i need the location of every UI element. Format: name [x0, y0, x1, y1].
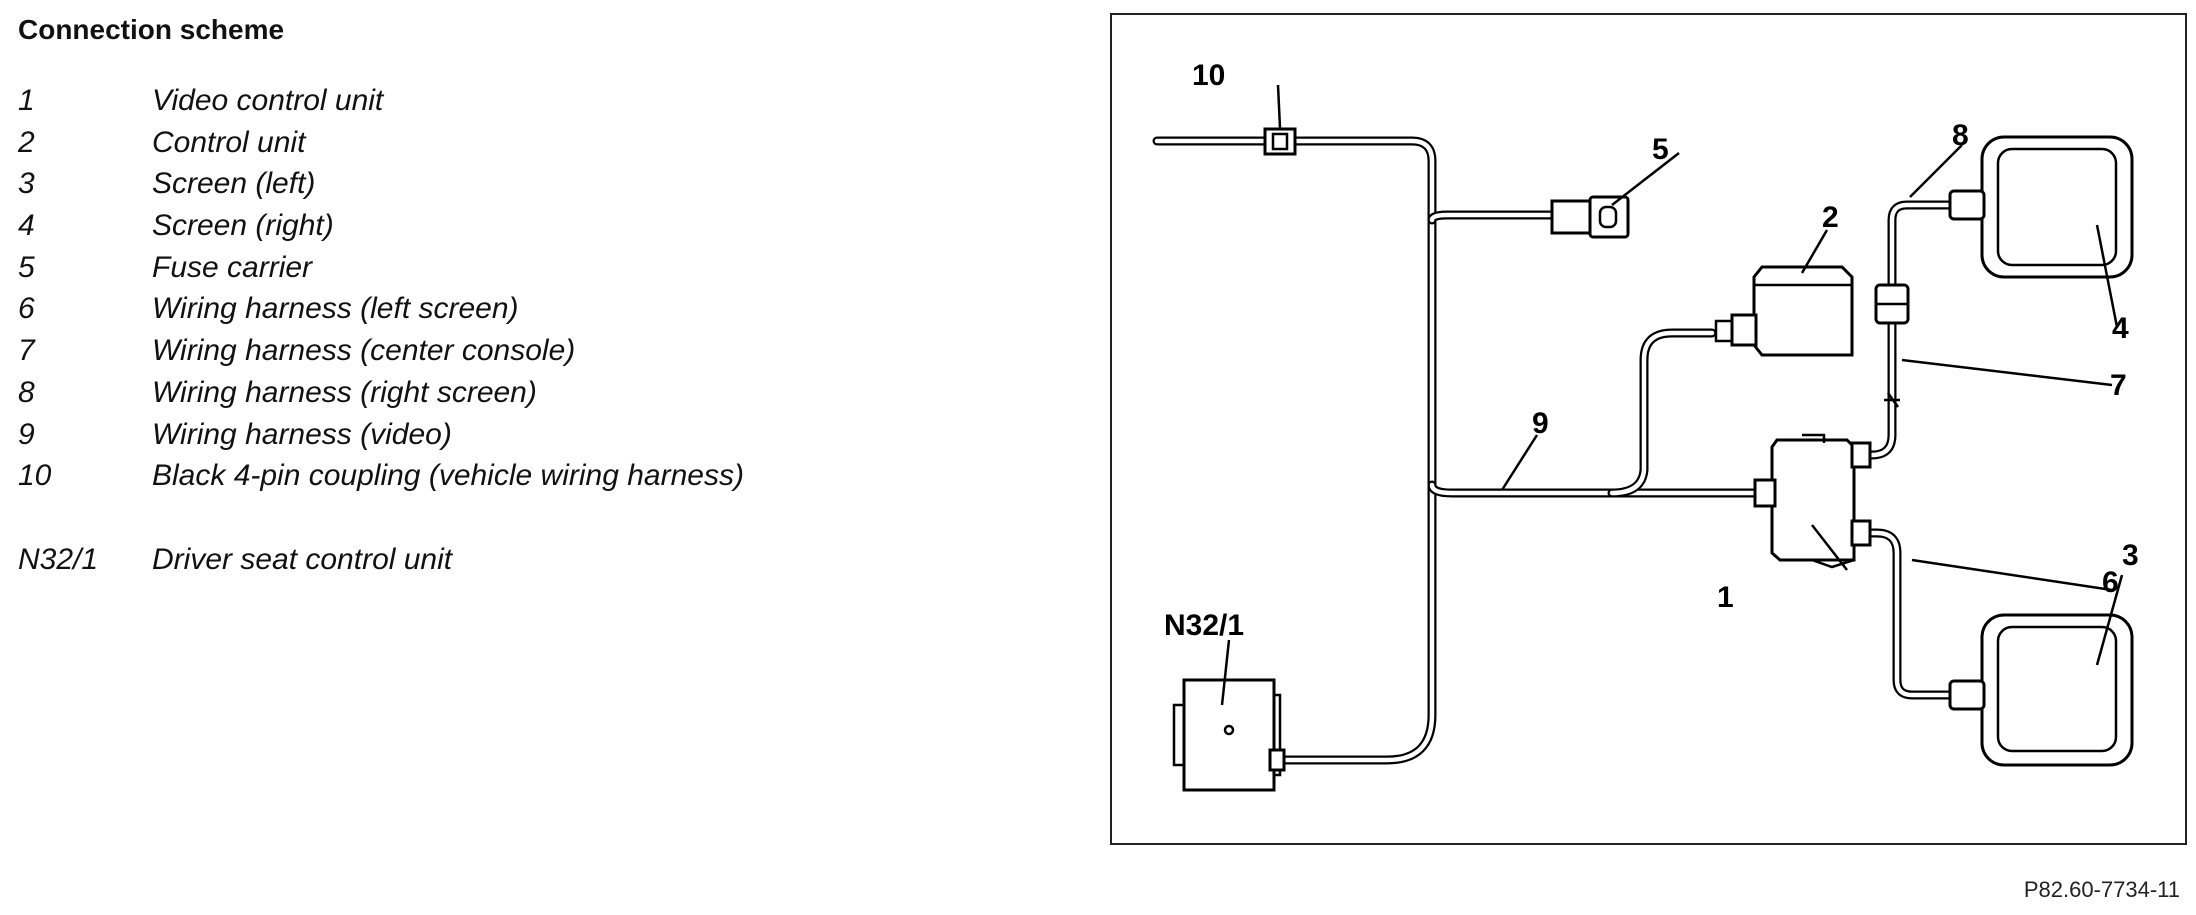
callout-labels: 10 5 2 8 4 7 9 6 3 1 N32/1 [1164, 59, 2139, 642]
callout-1: 1 [1717, 581, 1734, 614]
legend-item: 2 Control unit [18, 122, 1078, 164]
legend-item-number: 2 [18, 125, 35, 159]
legend-item-number: 4 [18, 209, 35, 243]
legend-item-label: Control unit [152, 125, 306, 159]
screen-right-4 [1948, 135, 2134, 279]
legend-item-label: Wiring harness (video) [152, 417, 452, 451]
harness-7-8-wire [1849, 200, 1967, 460]
legend-item: 9 Wiring harness (video) [18, 414, 1078, 456]
legend-item-extra: N32/1 Driver seat control unit [18, 539, 1078, 581]
legend-item-number: N32/1 [18, 542, 99, 576]
legend-item-label: Wiring harness (center console) [152, 334, 576, 368]
callout-n32-1: N32/1 [1164, 609, 1244, 642]
legend-item-number: 6 [18, 292, 35, 326]
callout-5: 5 [1652, 133, 1669, 166]
legend-item-number: 8 [18, 375, 35, 409]
legend-item-number: 5 [18, 250, 35, 284]
legend-item: 7 Wiring harness (center console) [18, 330, 1078, 372]
callout-8: 8 [1952, 119, 1969, 152]
harness-6-wire [1849, 528, 1967, 700]
figure-reference-code: P82.60-7734-11 [2023, 877, 2180, 902]
legend-item-number: 3 [18, 167, 35, 201]
inline-connector-7-8 [1874, 283, 1910, 408]
trunk-wire [1272, 136, 1437, 765]
screen-left-3 [1948, 613, 2134, 767]
legend-item-label: Driver seat control unit [152, 542, 453, 576]
legend-item: 4 Screen (right) [18, 205, 1078, 247]
legend-item-label: Screen (right) [152, 209, 334, 243]
leader-lines [1220, 84, 2124, 706]
control-unit-2 [1714, 265, 1854, 357]
legend-item-label: Black 4-pin coupling (vehicle wiring har… [152, 459, 744, 493]
wiring-harnesses [1152, 136, 1967, 765]
callout-2: 2 [1822, 201, 1839, 234]
legend-item: 5 Fuse carrier [18, 247, 1078, 289]
legend-item-label: Fuse carrier [152, 250, 313, 284]
driver-seat-control-unit-n32-1 [1172, 678, 1286, 792]
legend-item: 1 Video control unit [18, 80, 1078, 122]
legend-item-number: 1 [18, 84, 35, 117]
coupling-10 [1263, 127, 1297, 156]
legend-item-label: Wiring harness (left screen) [152, 292, 519, 326]
legend-item-label: Screen (left) [152, 167, 316, 201]
video-control-unit-1 [1753, 433, 1872, 569]
fuse-carrier-5 [1550, 195, 1630, 239]
wiring-diagram-frame: 10 5 2 8 4 7 9 6 3 1 N32/1 [1110, 13, 2187, 845]
legend: Connection scheme 1 Video control unit 2… [18, 10, 1078, 580]
legend-item: 10 Black 4-pin coupling (vehicle wiring … [18, 455, 1078, 497]
callout-9: 9 [1532, 407, 1549, 440]
legend-item: 6 Wiring harness (left screen) [18, 288, 1078, 330]
callout-3: 3 [2122, 539, 2139, 572]
legend-item-label: Video control unit [152, 84, 384, 117]
wiring-diagram: 10 5 2 8 4 7 9 6 3 1 N32/1 [1152, 59, 2139, 792]
legend-item: 8 Wiring harness (right screen) [18, 372, 1078, 414]
callout-4: 4 [2112, 312, 2129, 345]
callout-7: 7 [2110, 369, 2127, 402]
legend-item-number: 7 [18, 334, 35, 368]
control-unit-branch-wire [1607, 328, 1717, 498]
legend-item-label: Wiring harness (right screen) [152, 375, 537, 409]
legend-item-number: 9 [18, 417, 35, 451]
legend-title: Connection scheme [18, 14, 285, 45]
legend-list: 1 Video control unit 2 Control unit 3 Sc… [18, 80, 1078, 580]
callout-10: 10 [1192, 59, 1225, 92]
callout-6: 6 [2102, 566, 2119, 599]
legend-item-number: 10 [18, 459, 52, 493]
legend-item: 3 Screen (left) [18, 163, 1078, 205]
